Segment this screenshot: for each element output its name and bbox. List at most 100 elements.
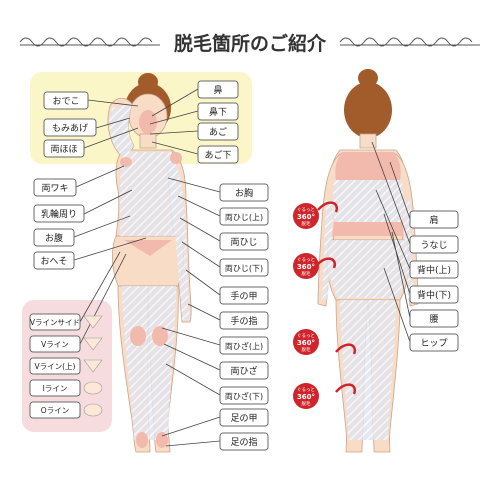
svg-text:あご下: あご下 (204, 149, 231, 161)
label-i-line: Iライン (29, 379, 103, 397)
front-zone-shoulder (170, 152, 182, 164)
svg-text:背中(下): 背中(下) (417, 289, 451, 301)
svg-text:乳輪周り: 乳輪周り (41, 208, 77, 220)
front-neck (139, 133, 157, 149)
badge-elbow: ぐるっと 360° 脱毛 (293, 203, 319, 229)
label-back-of-hands: 手の甲 (219, 286, 269, 305)
v-line-upper-icon (83, 359, 103, 373)
label-shoulders: 肩 (409, 210, 459, 229)
label-toes: 足の指 (219, 432, 269, 451)
back-zone-waist (332, 222, 404, 236)
rotation-arrow-knee (335, 343, 357, 355)
svg-text:ぐるっと: ぐるっと (297, 333, 315, 339)
label-belly: お腹 (33, 228, 75, 247)
back-zones (322, 152, 414, 440)
front-zone-face (139, 110, 157, 134)
label-v-line-upper: Vライン(上) (29, 357, 103, 375)
svg-text:ぐるっと: ぐるっと (297, 257, 315, 263)
label-forearms: 両ひじ(下) (219, 258, 269, 277)
badge-shin: ぐるっと 360° 脱毛 (293, 383, 319, 409)
front-zone-foot-right (156, 432, 168, 448)
label-fingers: 手の指 (219, 311, 269, 330)
badge-forearm: ぐるっと 360° 脱毛 (293, 253, 319, 279)
badges: ぐるっと 360° 脱毛 ぐるっと 360° 脱毛 ぐるっと 360° 脱毛 ぐ… (293, 203, 319, 409)
svg-text:脱毛: 脱毛 (302, 220, 311, 227)
leader-lines (73, 88, 411, 447)
svg-text:両ひじ: 両ひじ (230, 237, 257, 248)
svg-text:腰: 腰 (429, 314, 438, 325)
svg-text:鼻下: 鼻下 (209, 106, 227, 118)
back-zone-upper (333, 180, 403, 222)
svg-text:背中(上): 背中(上) (417, 264, 451, 276)
label-areola: 乳輪周り (33, 204, 85, 223)
svg-text:360°: 360° (297, 213, 315, 221)
label-upper-back: 背中(上) (409, 260, 459, 279)
label-under-nose: 鼻下 (197, 102, 239, 121)
label-navel: おへそ (33, 251, 75, 270)
svg-text:360°: 360° (297, 263, 315, 271)
back-head (344, 82, 392, 138)
label-armpits: 両ワキ (33, 178, 77, 197)
badge-knee: ぐるっと 360° 脱毛 (293, 329, 319, 355)
svg-text:脱毛: 脱毛 (302, 270, 311, 277)
label-chin: あご (197, 122, 239, 141)
label-lower-back: 背中(下) (409, 285, 459, 304)
svg-text:両ひざ(下): 両ひざ(下) (225, 391, 263, 401)
svg-text:Iライン: Iライン (43, 384, 68, 393)
label-waist: 腰 (409, 309, 459, 328)
label-nose: 鼻 (197, 80, 239, 99)
svg-text:両ひじ(下): 両ひじ(下) (225, 264, 263, 273)
label-under-chin: あご下 (197, 145, 239, 164)
svg-text:脱毛: 脱毛 (302, 346, 311, 353)
label-forehead: おでこ (43, 91, 89, 110)
back-hair-bun (358, 69, 378, 87)
svg-text:ぐるっと: ぐるっと (297, 387, 315, 393)
svg-text:もみあげ: もみあげ (52, 123, 88, 134)
label-shins: 両ひざ(下) (219, 386, 269, 405)
svg-text:お胸: お胸 (235, 187, 253, 199)
svg-text:手の甲: 手の甲 (230, 290, 257, 302)
label-sideburns: もみあげ (43, 118, 97, 137)
label-boxes: おでこ もみあげ 両ほほ 鼻 鼻下 あご あご下 両ワキ (29, 80, 459, 451)
back-zone-shoulders (335, 152, 401, 180)
label-hip: ヒップ (409, 333, 459, 352)
rotation-arrow-elbow-upper (317, 201, 339, 213)
back-zone-arms (322, 200, 414, 300)
i-line-icon (83, 381, 103, 395)
front-zone-bikini (124, 240, 172, 256)
front-zone-legs (122, 286, 176, 440)
label-o-line: Oライン (29, 401, 103, 419)
svg-text:Vライン: Vライン (41, 340, 69, 349)
front-zone-right-arm (168, 156, 190, 320)
svg-text:おでこ: おでこ (52, 96, 79, 107)
label-top-of-feet: 足の甲 (219, 408, 269, 427)
front-zones (109, 104, 190, 448)
svg-text:両ほほ: 両ほほ (50, 144, 77, 155)
front-zone-knee-left (130, 326, 146, 346)
back-zone-hips (329, 240, 407, 298)
front-zone-arm (109, 104, 134, 158)
svg-text:お腹: お腹 (45, 232, 63, 244)
svg-text:おへそ: おへそ (40, 256, 67, 267)
svg-text:足の指: 足の指 (230, 436, 257, 448)
v-line-side-icon (83, 315, 103, 329)
front-zone-foot-left (136, 432, 148, 448)
label-cheeks: 両ほほ (43, 139, 85, 158)
rotation-arrow-shin (335, 383, 357, 395)
svg-text:ヒップ: ヒップ (420, 338, 447, 349)
svg-text:ぐるっと: ぐるっと (297, 207, 315, 213)
label-v-line: Vライン (29, 335, 103, 353)
page-title: 脱毛箇所のご紹介 (174, 32, 327, 55)
svg-text:Vラインサイド: Vラインサイド (30, 318, 80, 327)
svg-text:360°: 360° (297, 393, 315, 401)
label-v-line-side: Vラインサイド (29, 313, 103, 331)
label-thighs: 両ひざ(上) (219, 336, 269, 355)
front-zone-knee-right (152, 326, 168, 346)
svg-text:手の指: 手の指 (230, 315, 257, 327)
svg-text:足の甲: 足の甲 (230, 413, 257, 424)
svg-text:Vライン(上): Vライン(上) (35, 362, 76, 371)
title-ornament-right (339, 37, 480, 47)
back-neck (359, 133, 377, 149)
label-nape: うなじ (409, 235, 459, 254)
